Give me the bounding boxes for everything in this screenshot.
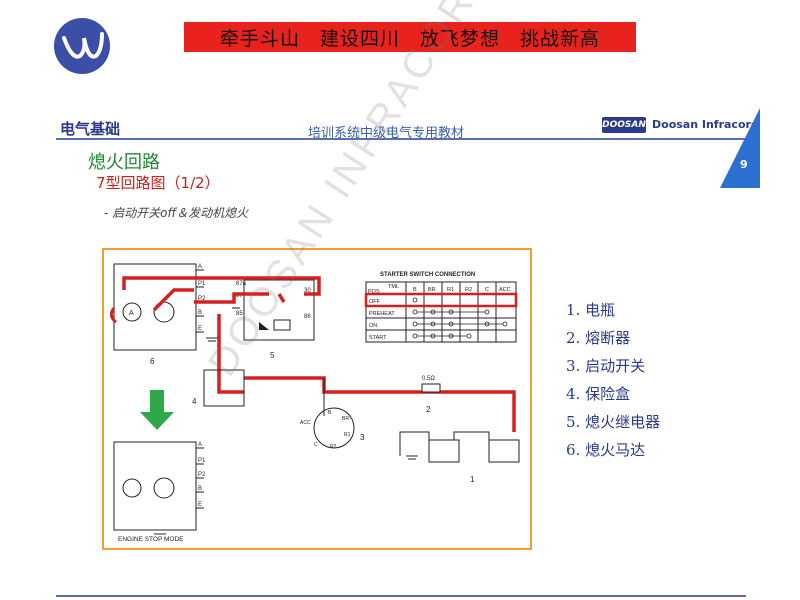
bottom-motor-terminals: A P1 P2 B E: [196, 442, 206, 509]
brand-text: Doosan Infracore: [652, 118, 759, 131]
circuit-diagram-frame: A P1 P2 B E A 6 87a 30 85 86 87 5: [102, 248, 532, 550]
relay-terminal-label: 87: [236, 293, 243, 299]
off-row-highlight: [364, 292, 518, 308]
page-number: 9: [740, 158, 748, 171]
motor-terminal-label: B: [198, 310, 202, 316]
switch-table: STARTER SWITCH CONNECTION TML POS B BR R…: [364, 272, 518, 343]
table-column-header: R1: [447, 287, 454, 293]
relay-terminal-label: 86: [304, 314, 311, 320]
down-arrow-icon: [140, 390, 174, 430]
table-row-label: ON: [369, 323, 377, 329]
fuse-value: 0.5Ω: [422, 376, 435, 382]
engine-stop-label: ENGINE STOP MODE: [118, 536, 184, 543]
legend-item: 2. 熔断器: [566, 329, 631, 347]
switch-terminal-label: ACC: [300, 420, 311, 426]
motor-terminal-label: A: [198, 264, 202, 270]
starter-switch-icon: [313, 407, 355, 449]
motor-terminal-label: P2: [198, 472, 206, 478]
switch-terminal-label: B: [328, 410, 332, 416]
header-divider: [56, 138, 746, 140]
motor-terminal-label: E: [198, 502, 202, 508]
switch-terminal-label: C: [314, 442, 318, 448]
relay-terminal-label: 85: [236, 311, 243, 317]
legend-item: 3. 启动开关: [566, 357, 646, 375]
table-corner-bottom: POS: [368, 289, 380, 295]
component-legend: 1. 电瓶 2. 熔断器 3. 启动开关 4. 保险盒 5. 熄火继电器 6. …: [566, 296, 660, 464]
switch-terminal-label: R2: [330, 444, 337, 450]
motor-coil-icon: [122, 478, 142, 498]
table-column-header: R2: [465, 287, 472, 293]
motor-terminal-label: P2: [198, 296, 206, 302]
relay-terminals: 87a 30 85 86 87: [236, 281, 311, 320]
fuse-box-label: 4: [192, 397, 197, 406]
switch-terminal-label: BR: [342, 416, 349, 422]
relay-terminal-label: 87a: [236, 281, 247, 287]
fuse-label: 2: [426, 405, 431, 414]
legend-item: 6. 熄火马达: [566, 441, 646, 459]
motor-label: 6: [150, 357, 155, 366]
material-subtitle: 培训系统中级电气专用教材: [308, 126, 465, 141]
section-label: 电气基础: [60, 120, 121, 138]
switch-terminals: ACC B BR R1 R2 C: [300, 410, 351, 450]
company-logo-icon: [54, 18, 110, 74]
circuit-path: [122, 276, 516, 432]
table-corner-top: TML: [388, 284, 399, 290]
legend-item: 4. 保险盒: [566, 385, 631, 403]
table-column-header: C: [485, 287, 489, 293]
switch-terminal-label: R1: [344, 432, 351, 438]
motor-rotor-icon: [153, 477, 175, 499]
fuse-icon: [421, 383, 441, 393]
switch-label: 3: [360, 433, 365, 442]
slide-heading: 熄火回路: [88, 152, 160, 173]
switch-table-title: STARTER SWITCH CONNECTION: [380, 272, 475, 278]
svg-text:A: A: [129, 310, 134, 317]
table-row-label: OFF: [369, 299, 381, 305]
circuit-diagram: A P1 P2 B E A 6 87a 30 85 86 87 5: [109, 263, 520, 543]
motor-terminal-label: E: [198, 326, 202, 332]
footer-divider: [56, 595, 746, 597]
legend-item: 5. 熄火继电器: [566, 413, 661, 431]
slide-note: - 启动开关off＆发动机熄火: [104, 206, 249, 220]
motor-terminal-label: P1: [198, 281, 206, 287]
battery-icon: [399, 431, 520, 463]
engine-stop-motor-box: [113, 441, 197, 531]
diode-icon: [259, 322, 269, 330]
legend-item: 1. 电瓶: [566, 301, 616, 319]
slogan-banner: 牵手斗山 建设四川 放飞梦想 挑战新高: [184, 22, 636, 52]
stop-relay-box: [243, 279, 315, 341]
brand-badge: DOOSAN: [602, 117, 646, 133]
battery-label: 1: [470, 475, 475, 484]
relay-label: 5: [270, 351, 275, 360]
table-column-header: B: [413, 287, 417, 293]
slide-subheading: 7型回路图（1/2）: [96, 174, 220, 192]
fuse-box: [203, 369, 245, 407]
page-tab-icon: [720, 108, 760, 188]
motor-terminal-label: P1: [198, 458, 206, 464]
table-column-header: BR: [428, 287, 436, 293]
motor-coil-icon: [122, 302, 142, 322]
ground-icon: [154, 307, 418, 535]
motor-terminal-label: A: [198, 442, 202, 448]
table-column-header: ACC: [499, 287, 511, 293]
relay-terminal-label: 30: [304, 288, 311, 294]
stop-motor-box: [113, 263, 197, 351]
table-row-label: START: [369, 335, 387, 341]
motor-terminals: A P1 P2 B E: [196, 264, 206, 333]
table-row-label: PREHEAT: [369, 311, 395, 317]
motor-terminal-label: B: [198, 486, 202, 492]
